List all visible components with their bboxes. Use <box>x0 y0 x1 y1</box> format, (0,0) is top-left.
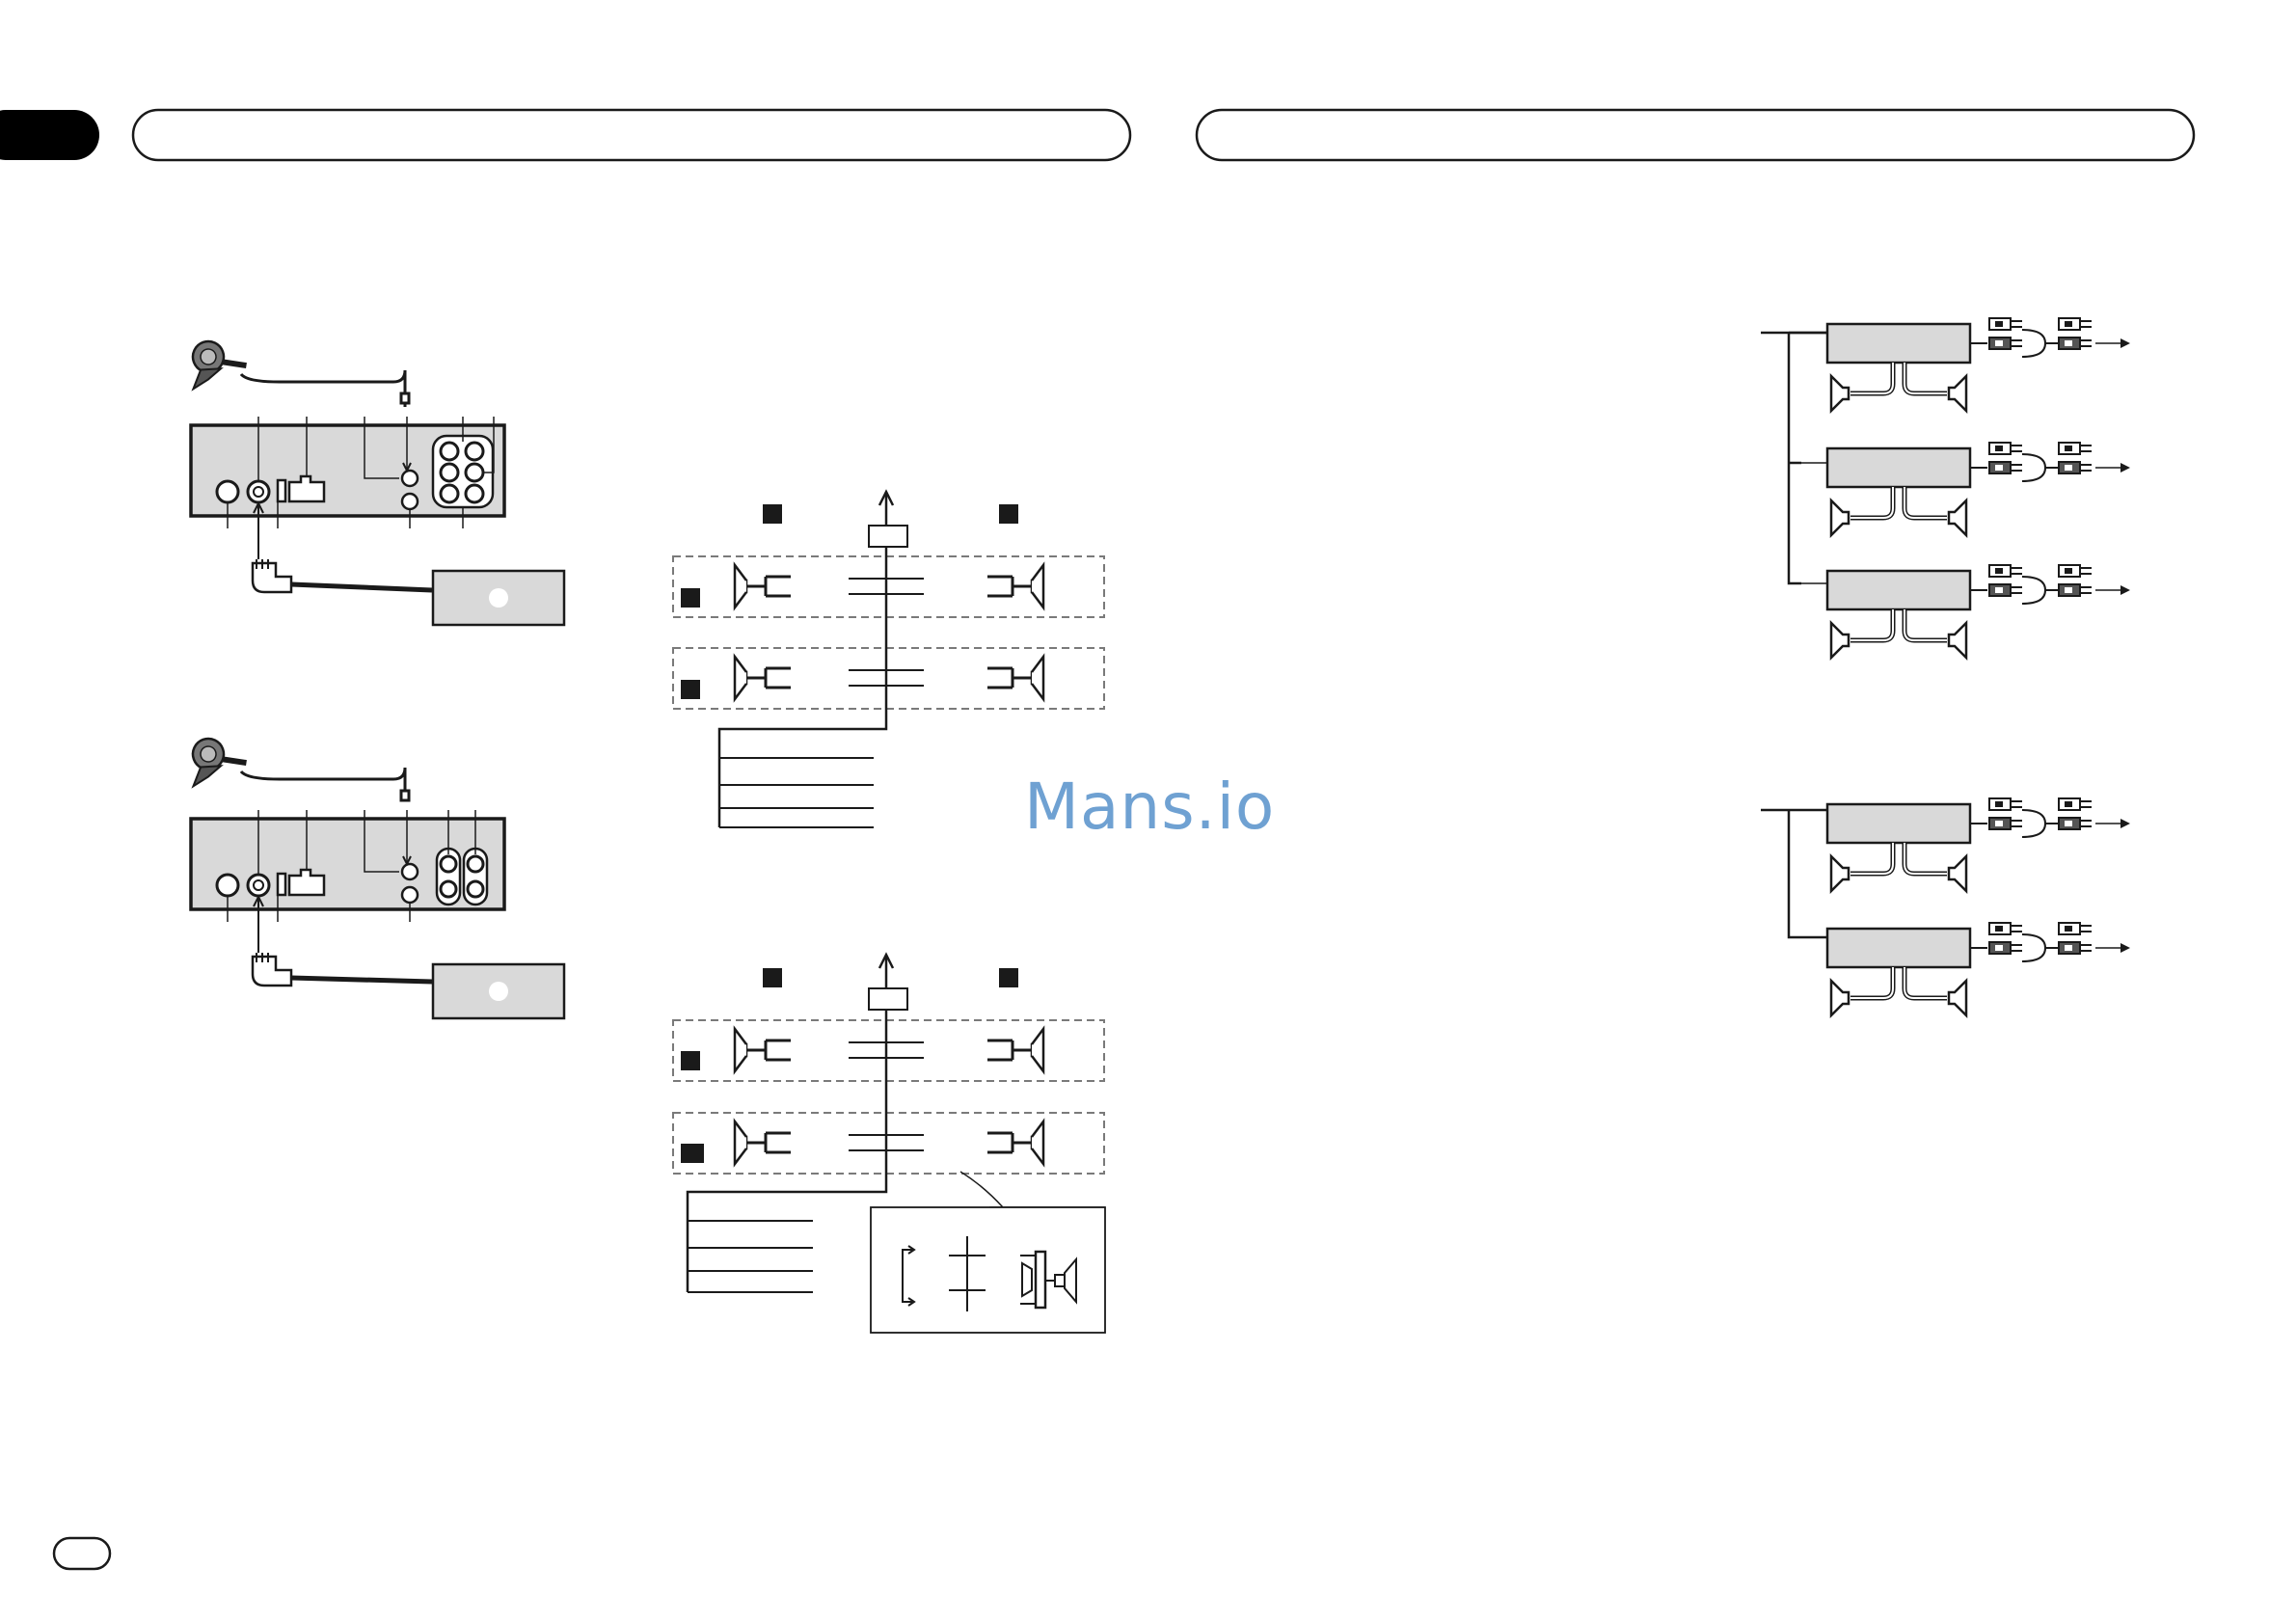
header-bar-left <box>131 108 1132 162</box>
language-badge <box>52 1536 112 1571</box>
speaker-icon <box>986 1120 1045 1166</box>
speaker-icon <box>733 655 793 701</box>
header-bar-right <box>1195 108 2196 162</box>
amplifier-unit <box>1827 565 2130 658</box>
speaker-icon <box>986 655 1045 701</box>
amplifier-unit <box>1827 443 2130 535</box>
watermark: Mans.io <box>1024 770 1276 844</box>
amplifier-system-3 <box>1761 318 2130 658</box>
amplifier-system-2 <box>1761 798 2130 1015</box>
speaker-icon <box>733 1027 793 1073</box>
page-tab <box>0 110 99 160</box>
speaker-icon <box>986 1027 1045 1073</box>
speaker-icon <box>733 1120 793 1166</box>
remote-adapter-box <box>431 569 566 627</box>
head-unit-diagram-1 <box>179 331 566 627</box>
amplifier-unit <box>1827 798 2130 891</box>
speaker-wiring-diagram-1 <box>672 489 1105 828</box>
amplifier-unit <box>1827 318 2130 411</box>
microphone-icon <box>179 728 248 786</box>
head-unit-diagram-2 <box>179 728 566 1020</box>
speaker-wiring-diagram-2 <box>672 952 1106 1334</box>
amplifier-unit <box>1827 923 2130 1015</box>
speaker-icon <box>986 563 1045 609</box>
speaker-icon <box>733 563 793 609</box>
microphone-icon <box>179 331 248 389</box>
